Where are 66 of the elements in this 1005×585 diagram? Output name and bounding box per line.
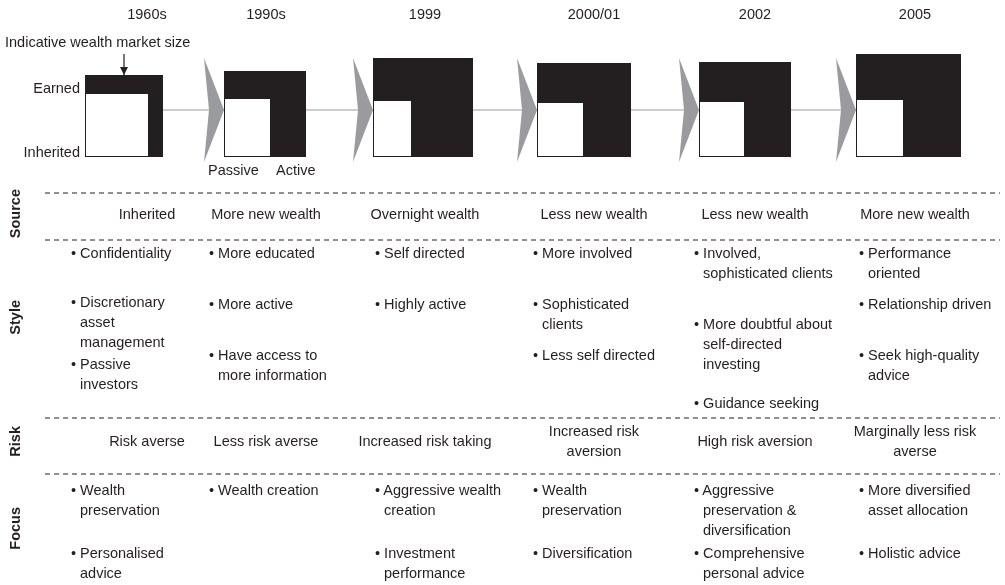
bullet-item: • Highly active bbox=[375, 295, 468, 314]
wealth-square bbox=[373, 58, 473, 157]
leader-arrow bbox=[120, 53, 128, 76]
bullet-item: • Wealth preservation bbox=[533, 481, 623, 520]
bullet-item: • More involved bbox=[533, 244, 634, 263]
wealth-square bbox=[699, 62, 791, 157]
chevron-arrow bbox=[790, 58, 857, 162]
row-heading: Style bbox=[6, 299, 24, 335]
column-heading: 1999 bbox=[407, 5, 443, 24]
table-cell-text: High risk aversion bbox=[696, 432, 814, 451]
axis-label: Inherited bbox=[23, 143, 80, 162]
chevron-arrow bbox=[630, 58, 700, 162]
bullet-item: • Seek high-quality advice bbox=[859, 346, 981, 385]
bullet-item: • Guidance seeking bbox=[694, 394, 821, 413]
bullet-item: • Wealth preservation bbox=[71, 481, 161, 520]
row-heading: Source bbox=[6, 188, 24, 238]
table-cell-text: Increased risk taking bbox=[357, 432, 493, 451]
column-heading: 1960s bbox=[126, 5, 168, 24]
table-cell-text: Marginally less risk averse bbox=[852, 422, 978, 461]
chevron-arrow bbox=[305, 58, 374, 162]
table-cell-text: More new wealth bbox=[859, 205, 971, 224]
wealth-square bbox=[224, 71, 306, 157]
axis-label: Earned bbox=[33, 79, 80, 98]
bullet-item: • Comprehensive personal advice bbox=[694, 544, 806, 583]
chevron-arrow bbox=[472, 58, 538, 162]
bullet-item: • Self directed bbox=[375, 244, 466, 263]
bullet-item: • Discretionary asset management bbox=[71, 293, 166, 352]
column-heading: 2000/01 bbox=[566, 5, 622, 24]
table-cell-text: More new wealth bbox=[210, 205, 322, 224]
bullet-item: • Holistic advice bbox=[859, 544, 962, 563]
row-heading: Risk bbox=[6, 425, 24, 457]
bullet-item: • Sophisticated clients bbox=[533, 295, 631, 334]
bullet-item: • Wealth creation bbox=[209, 481, 320, 500]
bullet-item: • Aggressive wealth creation bbox=[375, 481, 502, 520]
bullet-item: • Confidentiality bbox=[71, 244, 173, 263]
table-cell-text: Less new wealth bbox=[539, 205, 649, 224]
table-cell-text: Less risk averse bbox=[212, 432, 320, 451]
table-cell-text: Overnight wealth bbox=[369, 205, 481, 224]
table-cell-text: Less new wealth bbox=[700, 205, 810, 224]
column-heading: 2002 bbox=[737, 5, 773, 24]
axis-label: Passive bbox=[208, 161, 259, 180]
table-cell-text: Risk averse bbox=[108, 432, 186, 451]
annotation-text: Indicative wealth market size bbox=[5, 32, 191, 52]
bullet-item: • Investment performance bbox=[375, 544, 467, 583]
bullet-item: • Performance oriented bbox=[859, 244, 953, 283]
bullet-item: • More doubtful about self-directed investing bbox=[694, 315, 834, 374]
bullet-item: • Personalised advice bbox=[71, 544, 165, 583]
bullet-item: • Aggressive preservation & diversification bbox=[694, 481, 798, 540]
wealth-square bbox=[85, 75, 163, 157]
bullet-item: • Involved, sophisticated clients bbox=[694, 244, 834, 283]
chevron-arrow bbox=[162, 58, 225, 162]
bullet-item: • Less self directed bbox=[533, 346, 656, 365]
axis-label: Active bbox=[276, 161, 316, 180]
bullet-item: • Have access to more information bbox=[209, 346, 328, 385]
column-heading: 1990s bbox=[245, 5, 287, 24]
bullet-item: • Passive investors bbox=[71, 355, 140, 394]
row-heading: Focus bbox=[6, 506, 24, 550]
bullet-item: • Relationship driven bbox=[859, 295, 992, 314]
bullet-item: • Diversification bbox=[533, 544, 634, 563]
wealth-square bbox=[537, 63, 631, 157]
bullet-item: • More educated bbox=[209, 244, 316, 263]
table-cell-text: Increased risk aversion bbox=[547, 422, 641, 461]
wealth-square bbox=[856, 54, 961, 157]
column-heading: 2005 bbox=[897, 5, 933, 24]
bullet-item: • More diversified asset allocation bbox=[859, 481, 972, 520]
bullet-item: • More active bbox=[209, 295, 295, 314]
